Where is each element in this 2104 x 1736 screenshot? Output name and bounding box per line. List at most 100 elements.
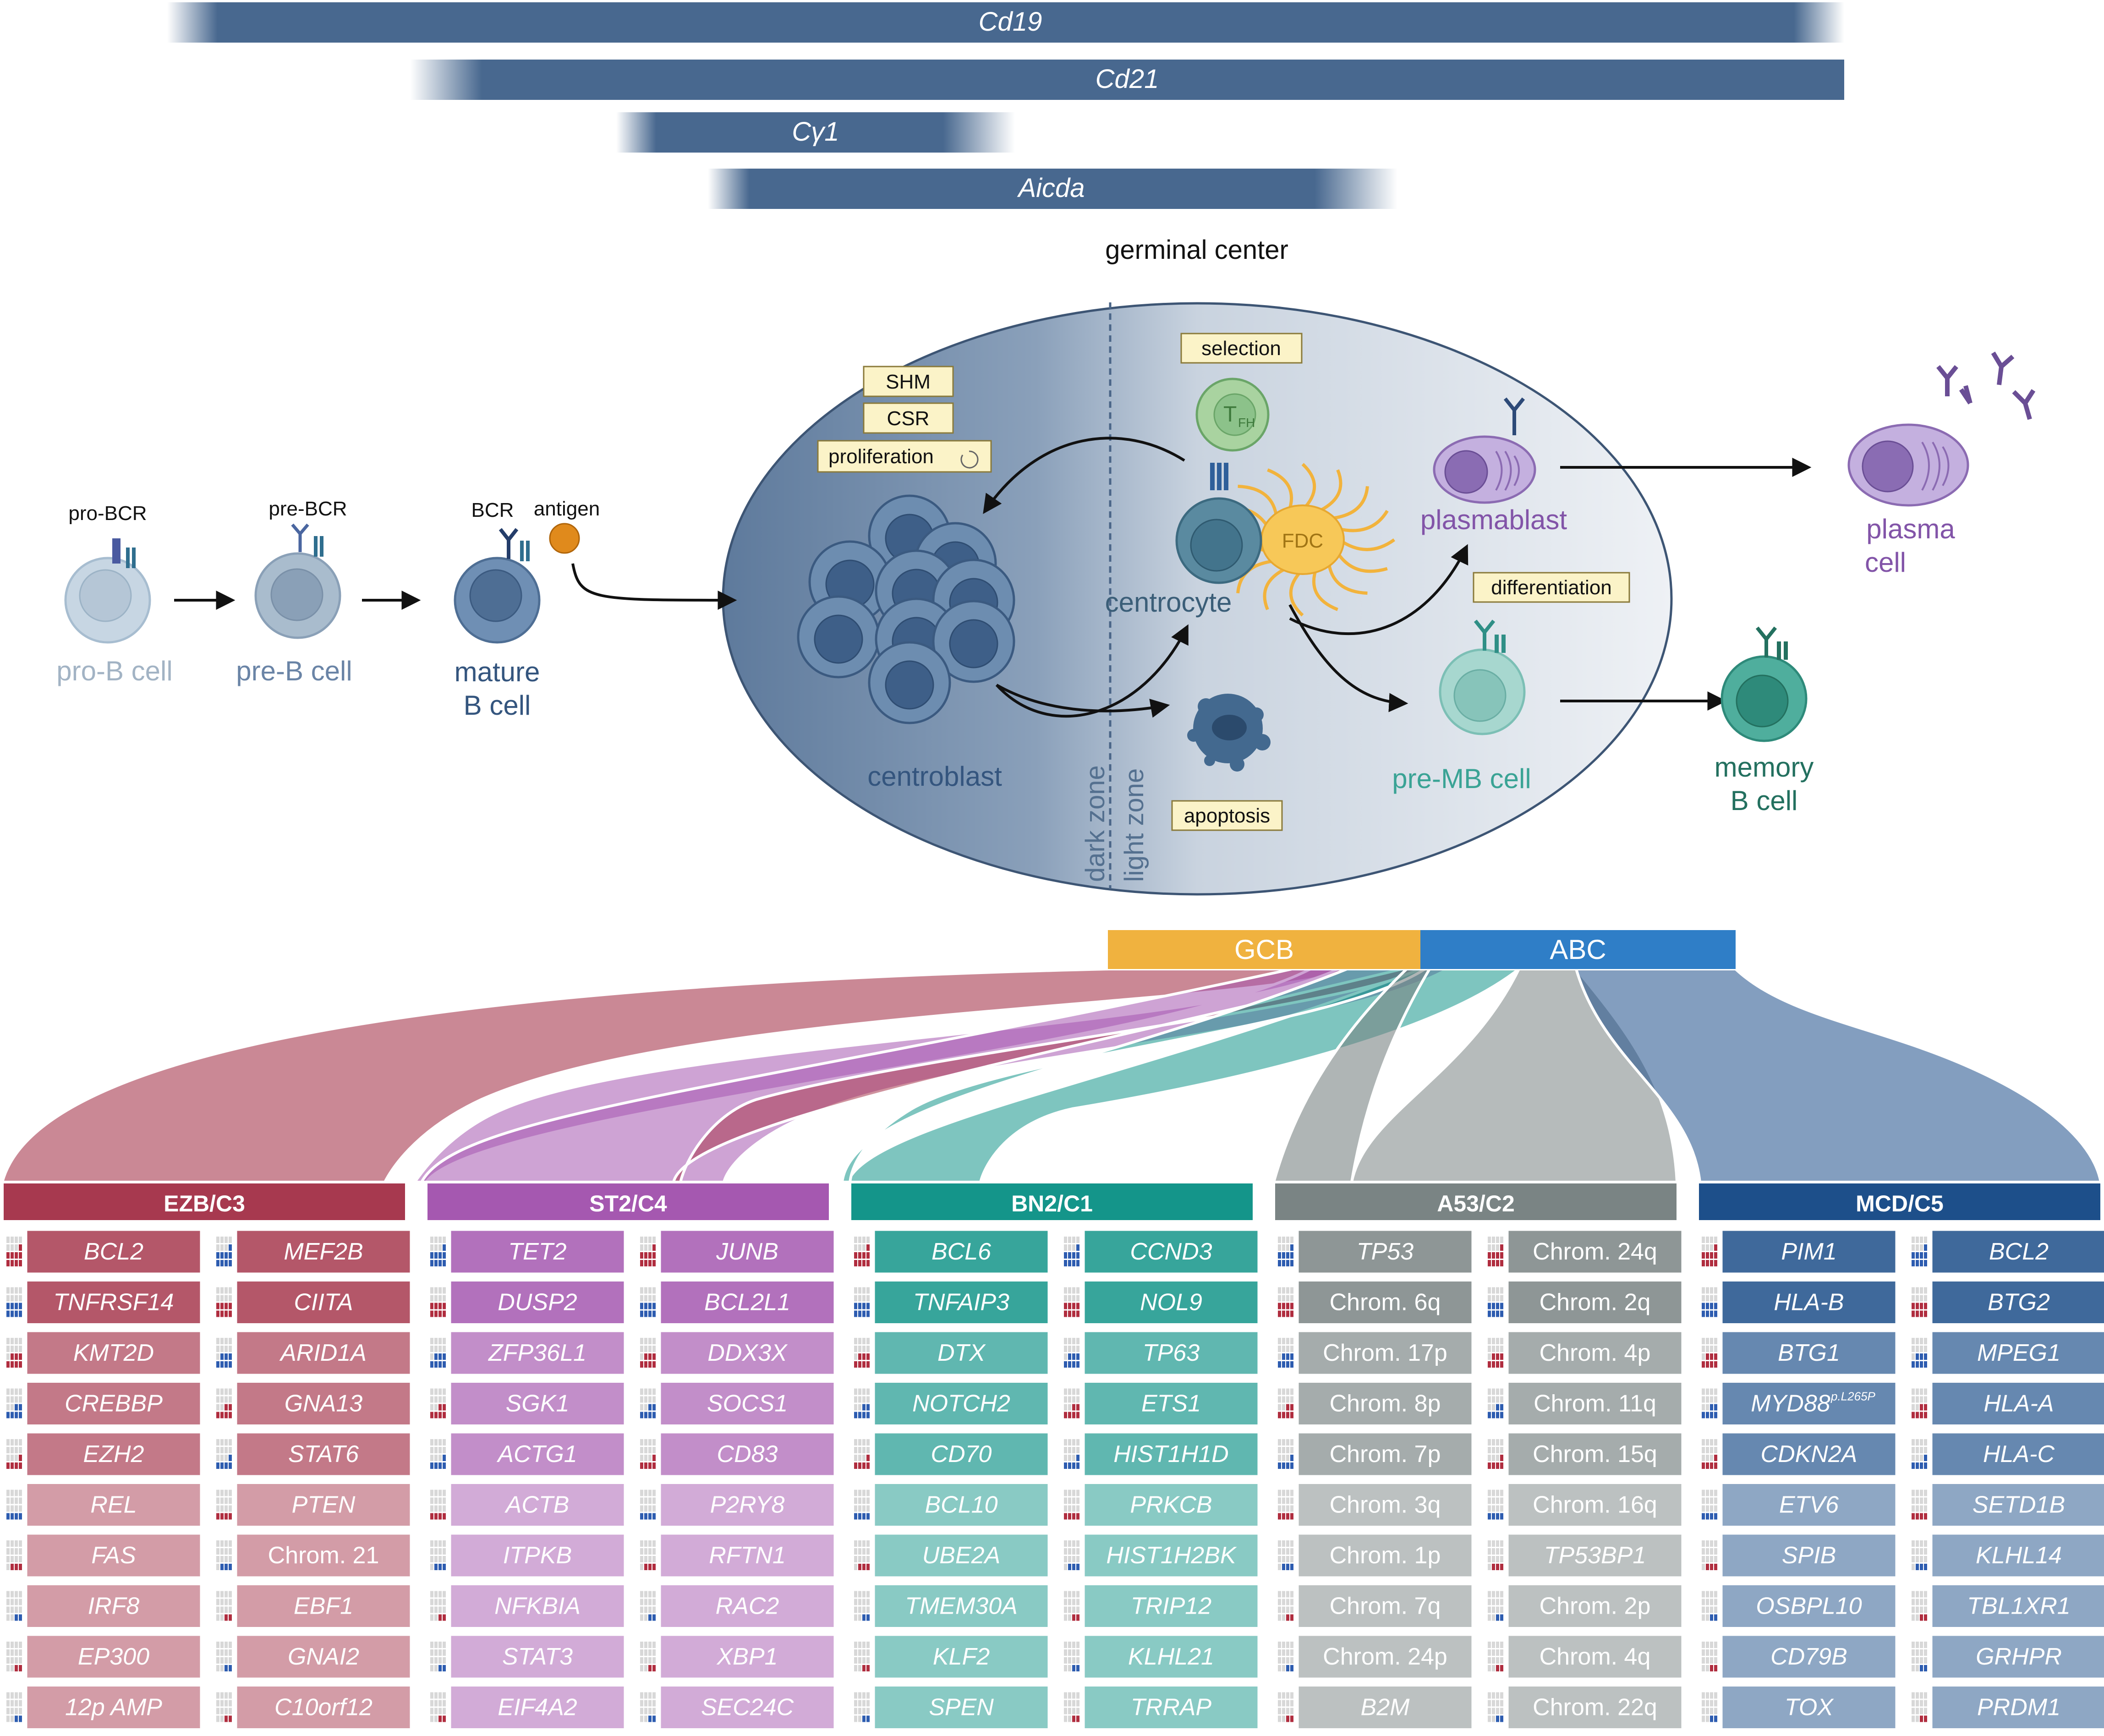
gene-label: CD79B (1770, 1643, 1847, 1670)
frequency-icon (1702, 1642, 1717, 1671)
centroblast-cluster (797, 494, 1015, 724)
centroblast-label: centroblast (867, 761, 1002, 792)
frequency-icon (1912, 1692, 1927, 1722)
gene-cell (1721, 1634, 1897, 1679)
gene-cell (449, 1483, 625, 1527)
apoptotic-cell (1187, 694, 1271, 772)
frequency-icon (6, 1490, 22, 1520)
gene-cell (1297, 1331, 1473, 1375)
gene-label: RAC2 (716, 1593, 779, 1620)
frequency-icon (6, 1287, 22, 1317)
gene-label: P2RY8 (710, 1492, 785, 1518)
frequency-icon (1702, 1692, 1717, 1722)
gene-label: TP63 (1143, 1340, 1200, 1366)
gene-cell (1083, 1533, 1259, 1578)
gene-label: ZFP36L1 (488, 1340, 586, 1366)
gene-label: TNFRSF14 (54, 1289, 174, 1316)
gene-label: C10orf12 (274, 1694, 373, 1721)
gene-cell (449, 1381, 625, 1426)
gene-cell (659, 1280, 835, 1325)
gene-cell (1083, 1381, 1259, 1426)
gene-cell (659, 1432, 835, 1477)
plasmablast-label: plasmablast (1420, 504, 1567, 535)
gene-cell (873, 1483, 1049, 1527)
frequency-icon (1064, 1237, 1079, 1266)
gene-cell (1297, 1229, 1473, 1274)
gene-label: RFTN1 (709, 1542, 786, 1569)
frequency-icon (1702, 1287, 1717, 1317)
gene-label: Chrom. 2p (1540, 1593, 1651, 1620)
gene-label: HLA-C (1983, 1441, 2055, 1468)
gene-cell (1721, 1685, 1897, 1730)
frequency-icon (216, 1540, 232, 1570)
gene-cell (1083, 1331, 1259, 1375)
frequency-icon (430, 1287, 446, 1317)
frequency-icon (430, 1388, 446, 1418)
fdc-dendrite (1289, 568, 1304, 617)
gene-cell (26, 1280, 202, 1325)
frequency-icon (216, 1237, 232, 1266)
frequency-icon (1064, 1540, 1079, 1570)
plasma-label-line1: plasma (1866, 514, 1955, 544)
mature-b-label-line2: B cell (464, 690, 531, 721)
frequency-icon (1702, 1540, 1717, 1570)
pro-b-label: pro-B cell (56, 656, 172, 686)
frequency-icon (854, 1338, 870, 1368)
fdc-dendrite (1267, 468, 1293, 513)
gene-label: KLF2 (933, 1643, 990, 1670)
gene-cell (236, 1584, 411, 1628)
gene-cell (1507, 1331, 1683, 1375)
gene-cell (1931, 1685, 2104, 1730)
gene-label: ETS1 (1141, 1391, 1201, 1417)
gene-label: DDX3X (707, 1340, 788, 1366)
gene-label: STAT3 (502, 1643, 573, 1670)
frequency-icon (1912, 1591, 1927, 1621)
memory-label-line2: B cell (1731, 785, 1798, 816)
subtype-flows (0, 968, 2103, 1183)
marker-label-cd21: Cd21 (1096, 64, 1159, 94)
frequency-icon (6, 1439, 22, 1469)
frequency-icon (640, 1287, 656, 1317)
fdc-dendrite (1238, 484, 1278, 519)
frequency-icon (1278, 1591, 1293, 1621)
frequency-icon (1278, 1490, 1293, 1520)
gene-label: BTG1 (1778, 1340, 1840, 1366)
gene-label: Chrom. 2q (1540, 1289, 1651, 1316)
gene-cell (1721, 1280, 1897, 1325)
cluster-header-bar (1699, 1183, 2100, 1220)
gene-cell (26, 1685, 202, 1730)
gene-cell (873, 1280, 1049, 1325)
gene-label: Chrom. 1p (1330, 1542, 1441, 1569)
gene-label: EP300 (78, 1643, 149, 1670)
mature-b-label-line1: mature (455, 657, 540, 687)
gene-cell (1297, 1533, 1473, 1578)
frequency-icon (1488, 1540, 1503, 1570)
subtype-flow-0 (0, 968, 1357, 1183)
gene-label: KLHL21 (1128, 1643, 1214, 1670)
gene-label: TOX (1785, 1694, 1834, 1721)
frequency-icon (1488, 1591, 1503, 1621)
gene-label: ARID1A (279, 1340, 367, 1366)
centrocyte-label: centrocyte (1105, 587, 1232, 618)
frequency-icon (1912, 1388, 1927, 1418)
gene-cell (449, 1331, 625, 1375)
gene-label: PIM1 (1781, 1238, 1836, 1265)
frequency-icon (1912, 1338, 1927, 1368)
differentiation-box (1473, 572, 1630, 603)
gene-label: TP53 (1357, 1238, 1414, 1265)
plasma-label-line2: cell (1865, 547, 1906, 578)
frequency-icon (6, 1237, 22, 1266)
gene-cell (1931, 1483, 2104, 1527)
frequency-icon (854, 1490, 870, 1520)
gene-label: ACTB (504, 1492, 570, 1518)
frequency-icon (1278, 1439, 1293, 1469)
frequency-icon (1702, 1439, 1717, 1469)
gene-cell (873, 1634, 1049, 1679)
gene-cell (1721, 1432, 1897, 1477)
frequency-icon (6, 1642, 22, 1671)
gene-mutation-note: p.L265P (1830, 1390, 1876, 1403)
gene-label: TRRAP (1131, 1694, 1212, 1721)
gene-label: GNA13 (285, 1391, 363, 1417)
